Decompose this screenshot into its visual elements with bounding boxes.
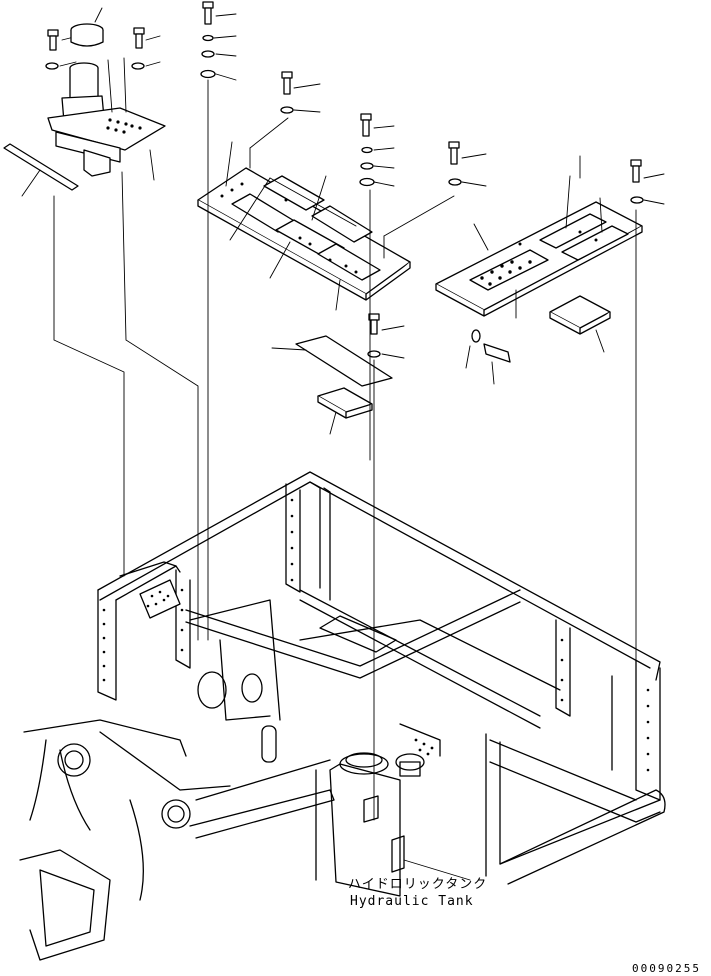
small-cover-plate bbox=[271, 335, 393, 387]
frame-structure bbox=[19, 471, 666, 961]
hydraulic-tank-label-jp: ハイドロリックタンク bbox=[348, 877, 487, 892]
washers-center bbox=[200, 34, 237, 81]
rod-part bbox=[3, 143, 79, 197]
bolt-left-2 bbox=[133, 27, 161, 49]
hydraulic-tank-callout: ハイドロリックタンク Hydraulic Tank bbox=[348, 859, 487, 909]
bolt-side-right bbox=[465, 329, 511, 385]
cover-plate-right bbox=[435, 155, 643, 319]
bolt-plate-center bbox=[280, 71, 321, 114]
bolt-plate-right bbox=[630, 159, 665, 205]
bolts-plate-right bbox=[359, 113, 395, 187]
hydraulic-tank-label-en: Hydraulic Tank bbox=[350, 894, 474, 909]
document-number: 00090255 bbox=[632, 962, 701, 975]
assembly-leader-lines bbox=[53, 79, 637, 821]
washer-left-1 bbox=[45, 61, 77, 70]
pad-right bbox=[549, 295, 611, 353]
reservoir-assembly bbox=[47, 57, 166, 181]
bolt-small-plate bbox=[367, 313, 405, 359]
small-pad bbox=[317, 387, 373, 435]
bolt-center-1 bbox=[202, 1, 237, 25]
bolts-far-center bbox=[383, 141, 487, 259]
cap-part bbox=[70, 7, 104, 47]
washer-left-2 bbox=[131, 61, 161, 70]
cover-plate-center bbox=[197, 117, 411, 311]
